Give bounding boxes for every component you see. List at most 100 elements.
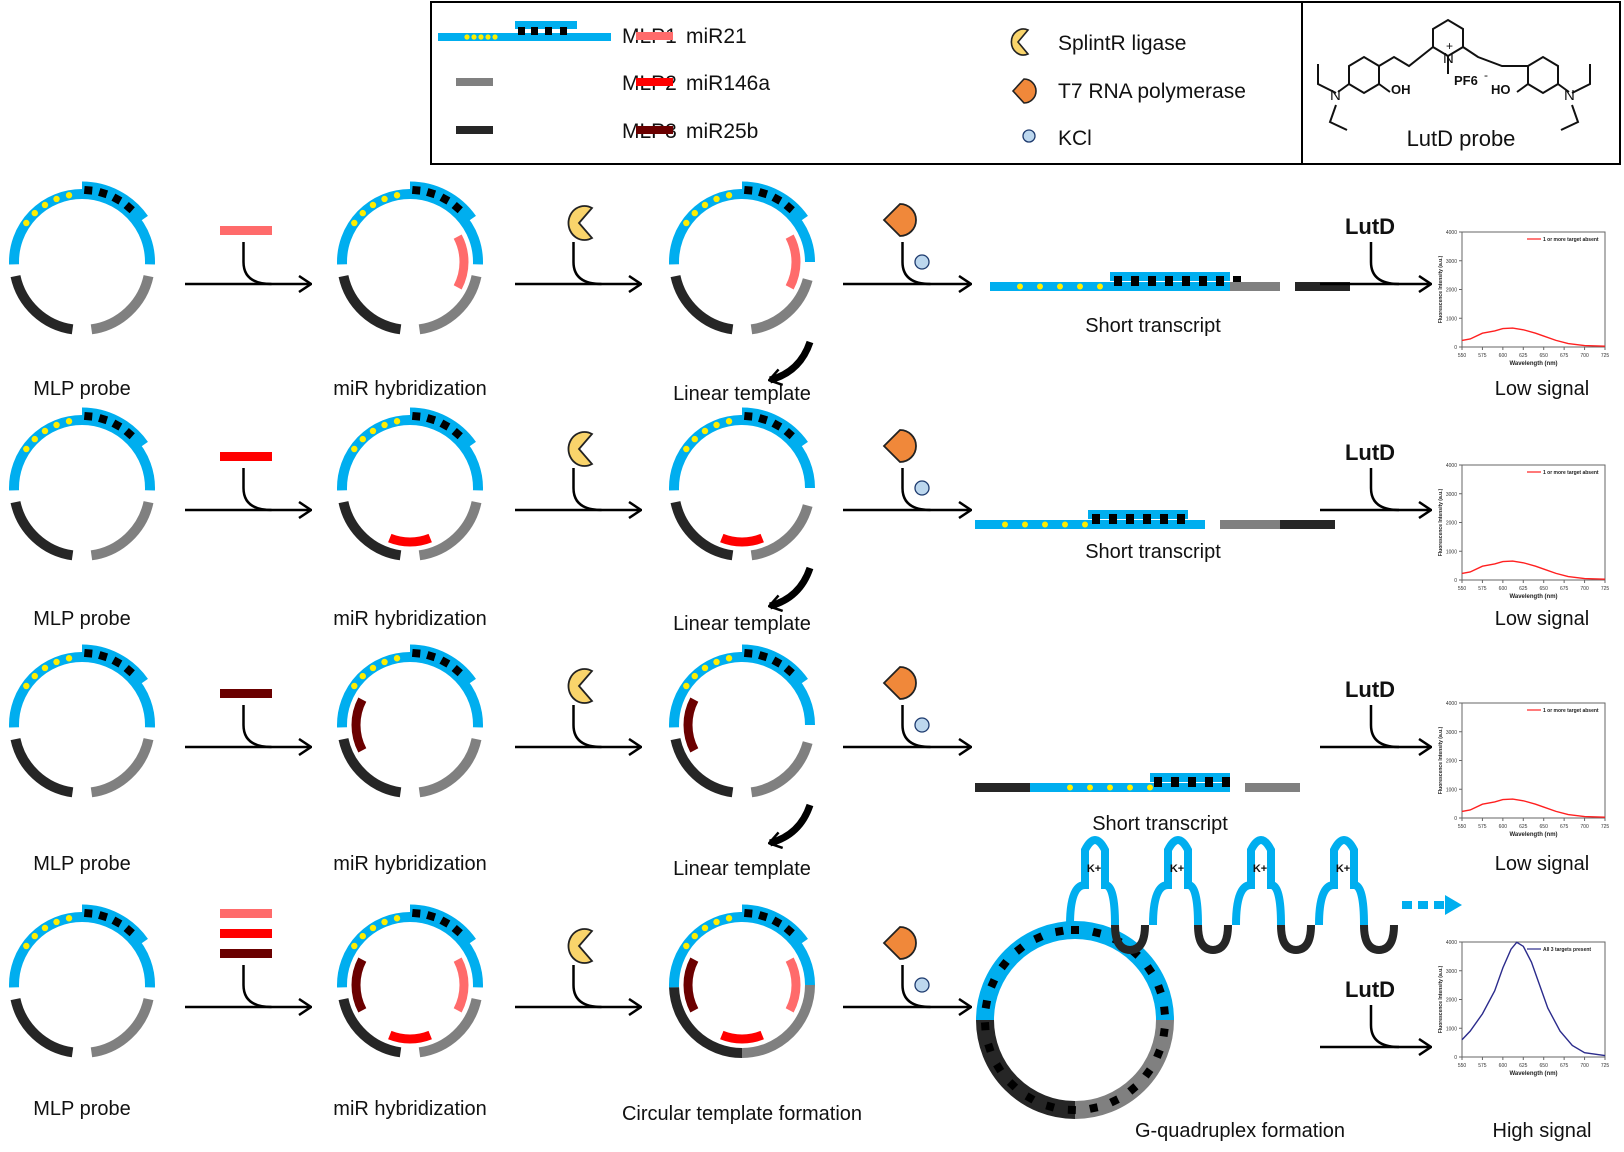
stem-block [1143, 514, 1151, 524]
g-rich-dot [1087, 784, 1093, 791]
transcript-segment [975, 783, 1030, 792]
g-rich-dot [1057, 283, 1063, 290]
mlp3-strand [10, 500, 74, 561]
g-rich-dot [1147, 784, 1153, 791]
stem-block [1222, 777, 1230, 787]
mlp1-swatch [438, 21, 611, 41]
mlp1-strand [669, 189, 815, 265]
potassium-label: K+ [1087, 863, 1101, 875]
lutd-reagent-label: LutD [1345, 214, 1395, 239]
stem-block [771, 916, 783, 928]
cleavage-arrow [770, 566, 814, 606]
probe-label: MLP probe [33, 608, 130, 630]
signal-label: Low signal [1495, 853, 1590, 875]
g-rich-dot [683, 942, 690, 950]
transcript-segment [1280, 520, 1335, 529]
x-tick-label: 600 [1499, 824, 1508, 830]
x-tick-label: 575 [1478, 586, 1487, 592]
g-rich-dot [1022, 521, 1028, 528]
stem-block [439, 419, 451, 431]
g-rich-dot [701, 201, 709, 209]
stem-block [83, 411, 93, 421]
x-tick-label: 725 [1601, 1063, 1610, 1069]
stem-block [83, 908, 93, 918]
g-rich-dot [381, 658, 388, 666]
x-tick-label: 575 [1478, 1063, 1487, 1069]
stem-block [980, 1022, 990, 1031]
spacer-loop [1277, 924, 1315, 955]
mlp3-strand [338, 997, 402, 1058]
template-label: Circular template formation [622, 1103, 862, 1125]
mlp2-strand [90, 737, 154, 798]
x-tick-label: 725 [1601, 824, 1610, 830]
y-tick-label: 0 [1454, 578, 1457, 584]
g-rich-dot [381, 195, 388, 203]
y-tick-label: 0 [1454, 816, 1457, 822]
series-line [1461, 560, 1606, 580]
x-tick-label: 725 [1601, 586, 1610, 592]
stem-block [1109, 1095, 1120, 1107]
g-rich-dot [23, 682, 30, 690]
g-rich-dot [65, 915, 73, 922]
stem-block [98, 188, 109, 199]
x-axis-label: Wavelength (nm) [1509, 361, 1557, 367]
stem-block [111, 419, 123, 431]
mir21-reagent-bar [220, 909, 272, 918]
reagent-hook [1369, 468, 1400, 512]
g-rich-dot [369, 924, 377, 932]
stem-block [1199, 276, 1207, 286]
spacer-loop [1360, 924, 1398, 955]
template-label: Linear template [673, 613, 811, 635]
stem-block [783, 665, 795, 677]
y-axis-label: Fluorescence Intensity (a.u.) [1438, 255, 1444, 323]
signal-label: High signal [1493, 1120, 1592, 1142]
series-line [1461, 798, 1606, 818]
legend-entry: 1 or more target absent [1543, 237, 1599, 243]
x-tick-label: 600 [1499, 353, 1508, 359]
x-tick-label: 675 [1560, 824, 1569, 830]
g-rich-dot [393, 192, 401, 199]
mlp3-strand [670, 274, 734, 335]
y-tick-label: 2000 [1446, 288, 1457, 294]
y-axis-label: Fluorescence Intensity (a.u.) [1438, 488, 1444, 556]
mir146a-swatch [636, 78, 673, 86]
stem-block [1216, 276, 1224, 286]
stem-block [1067, 1105, 1076, 1115]
mlp2-strand [90, 500, 154, 561]
g-rich-dot [701, 924, 709, 932]
legend-label-mir21: miR21 [686, 25, 747, 48]
g-rich-dot [23, 219, 30, 227]
t7-polymerase-icon [882, 203, 917, 237]
g-rich-dot [41, 427, 49, 435]
legend-label-mir25b: miR25b [686, 120, 758, 143]
stem-block [783, 202, 795, 214]
mlp1-strand [337, 189, 483, 265]
g-rich-dot [23, 942, 30, 950]
series-line [1461, 327, 1606, 347]
chart-plot-area [1461, 231, 1606, 348]
stem-block [1109, 514, 1117, 524]
mlp3-strand [10, 997, 74, 1058]
g-rich-dot [53, 918, 60, 926]
x-axis-label: Wavelength (nm) [1509, 1071, 1557, 1077]
g-rich-dot [359, 672, 366, 680]
x-tick-label: 675 [1560, 1063, 1569, 1069]
g-rich-dot [1017, 283, 1023, 290]
mir25b-strand [683, 957, 699, 1013]
splintr-ligase-icon [1010, 28, 1030, 56]
g-rich-dot [725, 418, 733, 425]
y-tick-label: 4000 [1446, 230, 1457, 236]
stem-block [987, 978, 999, 989]
legend-label-splintr: SplintR ligase [1058, 32, 1186, 55]
stem-block [1154, 984, 1165, 995]
cleavage-arrow [770, 340, 814, 380]
stem-block [771, 419, 783, 431]
y-tick-label: 0 [1454, 1055, 1457, 1061]
g-rich-dot [691, 672, 698, 680]
hybridization-label: miR hybridization [333, 853, 486, 875]
reagent-hook [1369, 705, 1400, 749]
